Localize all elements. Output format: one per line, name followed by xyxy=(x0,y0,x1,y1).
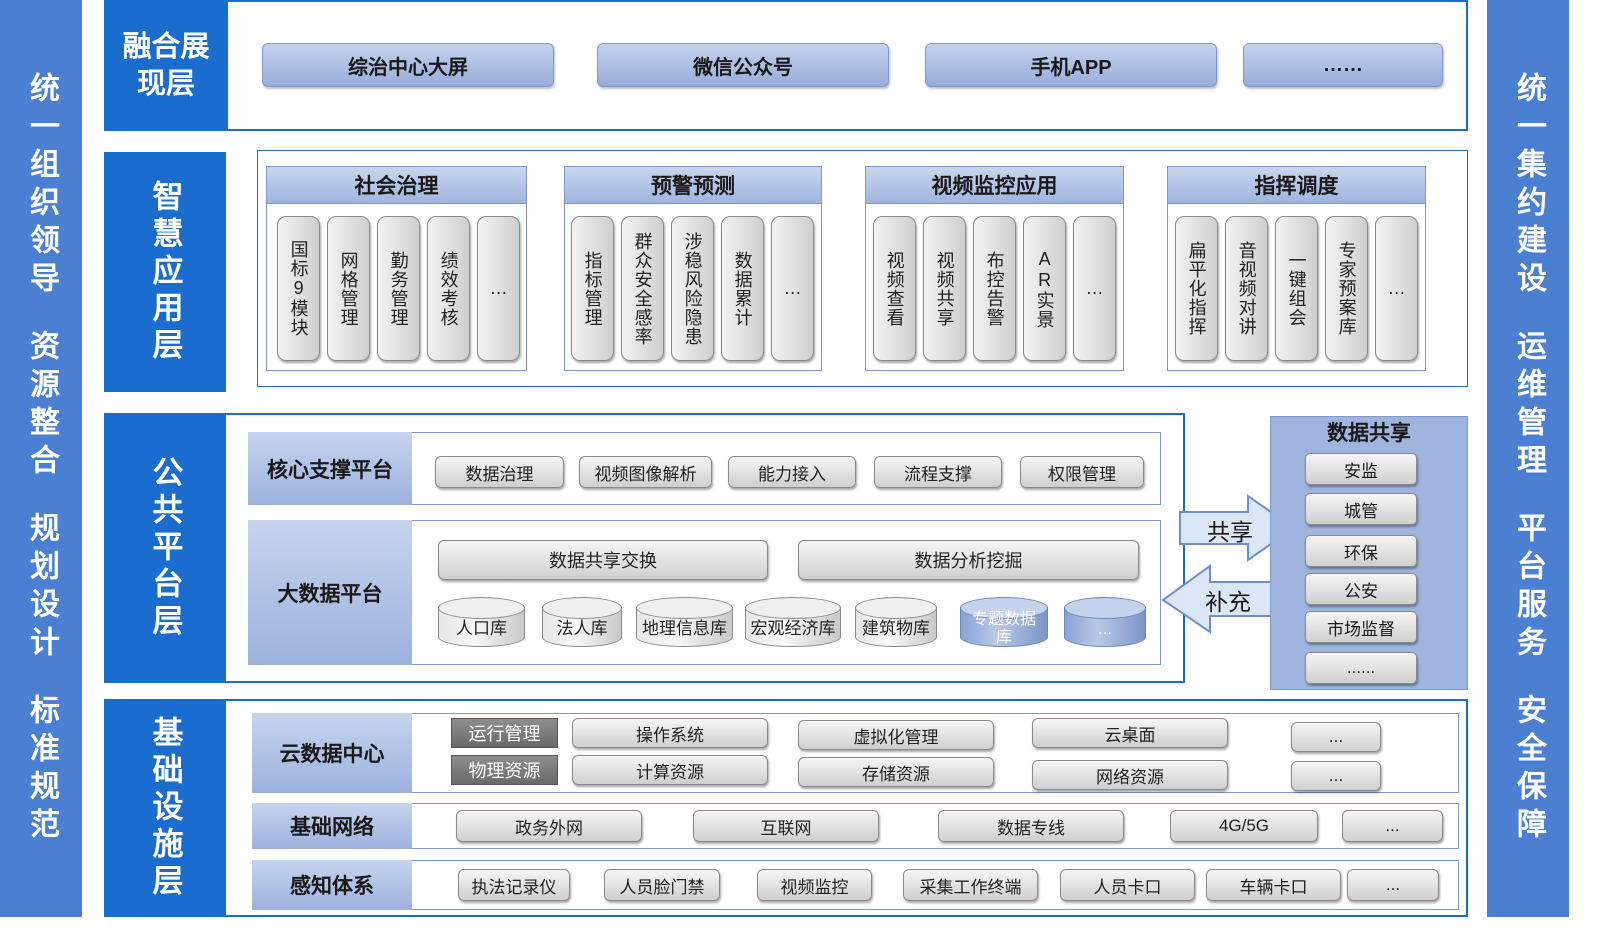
network-dedicated-line: 数据专线 xyxy=(938,810,1124,842)
left-side-text-4: 标准规范 xyxy=(25,693,58,846)
db-population: 人口库 xyxy=(438,597,525,647)
presentation-item-big-screen: 综治中心大屏 xyxy=(262,43,554,87)
app-item: 视频查看 xyxy=(873,216,916,361)
cloud-row1-more: ... xyxy=(1291,722,1381,752)
sensing-label: 感知体系 xyxy=(252,860,412,910)
supplement-arrow-icon xyxy=(1161,564,1281,634)
sensing-face-access: 人员脸门禁 xyxy=(604,869,720,901)
app-item-more: … xyxy=(477,216,520,361)
app-item: 国标9模块 xyxy=(277,216,320,361)
core-platform-label: 核心支撑平台 xyxy=(248,432,412,505)
smart-app-layer-label: 智慧应用层 xyxy=(104,152,226,392)
network-4g5g: 4G/5G xyxy=(1170,810,1318,842)
network-label: 基础网络 xyxy=(252,803,412,849)
smart-app-layer-label-text: 智慧应用层 xyxy=(147,179,183,365)
right-side-text-1: 统一集约建设 xyxy=(1512,71,1545,300)
app-item: 绩效考核 xyxy=(427,216,470,361)
share-item-police: 公安 xyxy=(1305,573,1417,605)
db-building: 建筑物库 xyxy=(855,597,937,647)
db-thematic: 专题数据库 xyxy=(960,597,1048,647)
cloud-physical-resources: 物理资源 xyxy=(451,755,558,785)
app-item: 涉稳风险隐患 xyxy=(671,216,714,361)
app-item: 网格管理 xyxy=(327,216,370,361)
right-side-text-4: 安全保障 xyxy=(1512,693,1545,846)
cloud-ops-management: 运行管理 xyxy=(451,718,558,748)
app-item: 数据累计 xyxy=(721,216,764,361)
cloud-label: 云数据中心 xyxy=(252,713,412,793)
cloud-virtualization: 虚拟化管理 xyxy=(798,720,994,750)
share-item-safety: 安监 xyxy=(1305,453,1417,485)
sensing-person-checkpoint: 人员卡口 xyxy=(1060,869,1195,901)
sensing-more: ... xyxy=(1347,869,1439,901)
share-item-environment: 环保 xyxy=(1305,535,1417,567)
bigdata-item-exchange: 数据共享交换 xyxy=(438,540,768,580)
network-more: ... xyxy=(1342,810,1443,842)
app-item: 群众安全感率 xyxy=(621,216,664,361)
sensing-bodycam: 执法记录仪 xyxy=(458,869,570,901)
cloud-compute: 计算资源 xyxy=(572,755,768,785)
share-item-more: ...... xyxy=(1305,652,1417,684)
db-geographic: 地理信息库 xyxy=(636,597,733,647)
network-internet: 互联网 xyxy=(693,810,879,842)
app-group-title: 视频监控应用 xyxy=(866,167,1123,204)
share-arrow-label: 共享 xyxy=(1207,519,1253,545)
app-group-title: 指挥调度 xyxy=(1168,167,1425,204)
public-platform-layer-label-text: 公共平台层 xyxy=(147,455,183,641)
db-more: ... xyxy=(1064,597,1146,647)
app-item: AR实景 xyxy=(1023,216,1066,361)
sensing-video: 视频监控 xyxy=(757,869,872,901)
app-item: 视频共享 xyxy=(923,216,966,361)
bigdata-platform-label: 大数据平台 xyxy=(248,520,412,665)
core-item-permission: 权限管理 xyxy=(1020,456,1144,488)
left-side-text-1: 统一组织领导 xyxy=(25,71,58,300)
presentation-item-more: …… xyxy=(1243,43,1443,87)
core-item-video-analysis: 视频图像解析 xyxy=(579,456,712,488)
right-side-text-2: 运维管理 xyxy=(1512,329,1545,482)
share-arrows xyxy=(1161,494,1296,634)
app-group-title: 预警预测 xyxy=(565,167,821,204)
core-item-data-governance: 数据治理 xyxy=(435,456,564,488)
right-side-column: 统一集约建设 运维管理 平台服务 安全保障 xyxy=(1487,0,1569,917)
cloud-desktop: 云桌面 xyxy=(1032,718,1228,748)
sensing-terminal: 采集工作终端 xyxy=(903,869,1038,901)
app-item-more: … xyxy=(1073,216,1116,361)
presentation-layer-label-text: 融合展现层 xyxy=(122,31,210,100)
left-side-text-2: 资源整合 xyxy=(25,329,58,482)
bigdata-item-mining: 数据分析挖掘 xyxy=(798,540,1139,580)
db-macro-economy: 宏观经济库 xyxy=(745,597,841,647)
core-item-process-support: 流程支撑 xyxy=(874,456,1002,488)
app-group-title: 社会治理 xyxy=(267,167,526,204)
app-item-more: … xyxy=(1375,216,1418,361)
db-legal-person: 法人库 xyxy=(542,597,622,647)
left-side-text-3: 规划设计 xyxy=(25,511,58,664)
cloud-row2-more: ... xyxy=(1291,761,1381,791)
cloud-os: 操作系统 xyxy=(572,718,768,748)
app-item: 一键组会 xyxy=(1275,216,1318,361)
presentation-item-app: 手机APP xyxy=(925,43,1217,87)
left-side-column: 统一组织领导 资源整合 规划设计 标准规范 xyxy=(0,0,82,917)
cloud-network: 网络资源 xyxy=(1032,760,1228,790)
app-item: 扁平化指挥 xyxy=(1175,216,1218,361)
share-item-market: 市场监督 xyxy=(1305,611,1417,643)
share-item-urban: 城管 xyxy=(1305,493,1417,525)
app-item: 布控告警 xyxy=(973,216,1016,361)
presentation-item-wechat: 微信公众号 xyxy=(597,43,889,87)
app-item: 音视频对讲 xyxy=(1225,216,1268,361)
supplement-arrow-label: 补充 xyxy=(1205,589,1251,615)
network-gov-extranet: 政务外网 xyxy=(456,810,642,842)
app-item: 指标管理 xyxy=(571,216,614,361)
data-sharing-title: 数据共享 xyxy=(1327,422,1411,445)
app-item: 勤务管理 xyxy=(377,216,420,361)
app-item-more: … xyxy=(771,216,814,361)
infrastructure-layer-label: 基础设施层 xyxy=(104,699,226,917)
core-item-capability-access: 能力接入 xyxy=(728,456,856,488)
public-platform-layer-label: 公共平台层 xyxy=(104,413,226,683)
right-side-text-3: 平台服务 xyxy=(1512,511,1545,664)
app-item: 专家预案库 xyxy=(1325,216,1368,361)
cloud-storage: 存储资源 xyxy=(798,757,994,787)
sensing-vehicle-checkpoint: 车辆卡口 xyxy=(1206,869,1341,901)
presentation-layer-label: 融合展现层 xyxy=(104,0,228,131)
infrastructure-layer-label-text: 基础设施层 xyxy=(147,715,183,901)
